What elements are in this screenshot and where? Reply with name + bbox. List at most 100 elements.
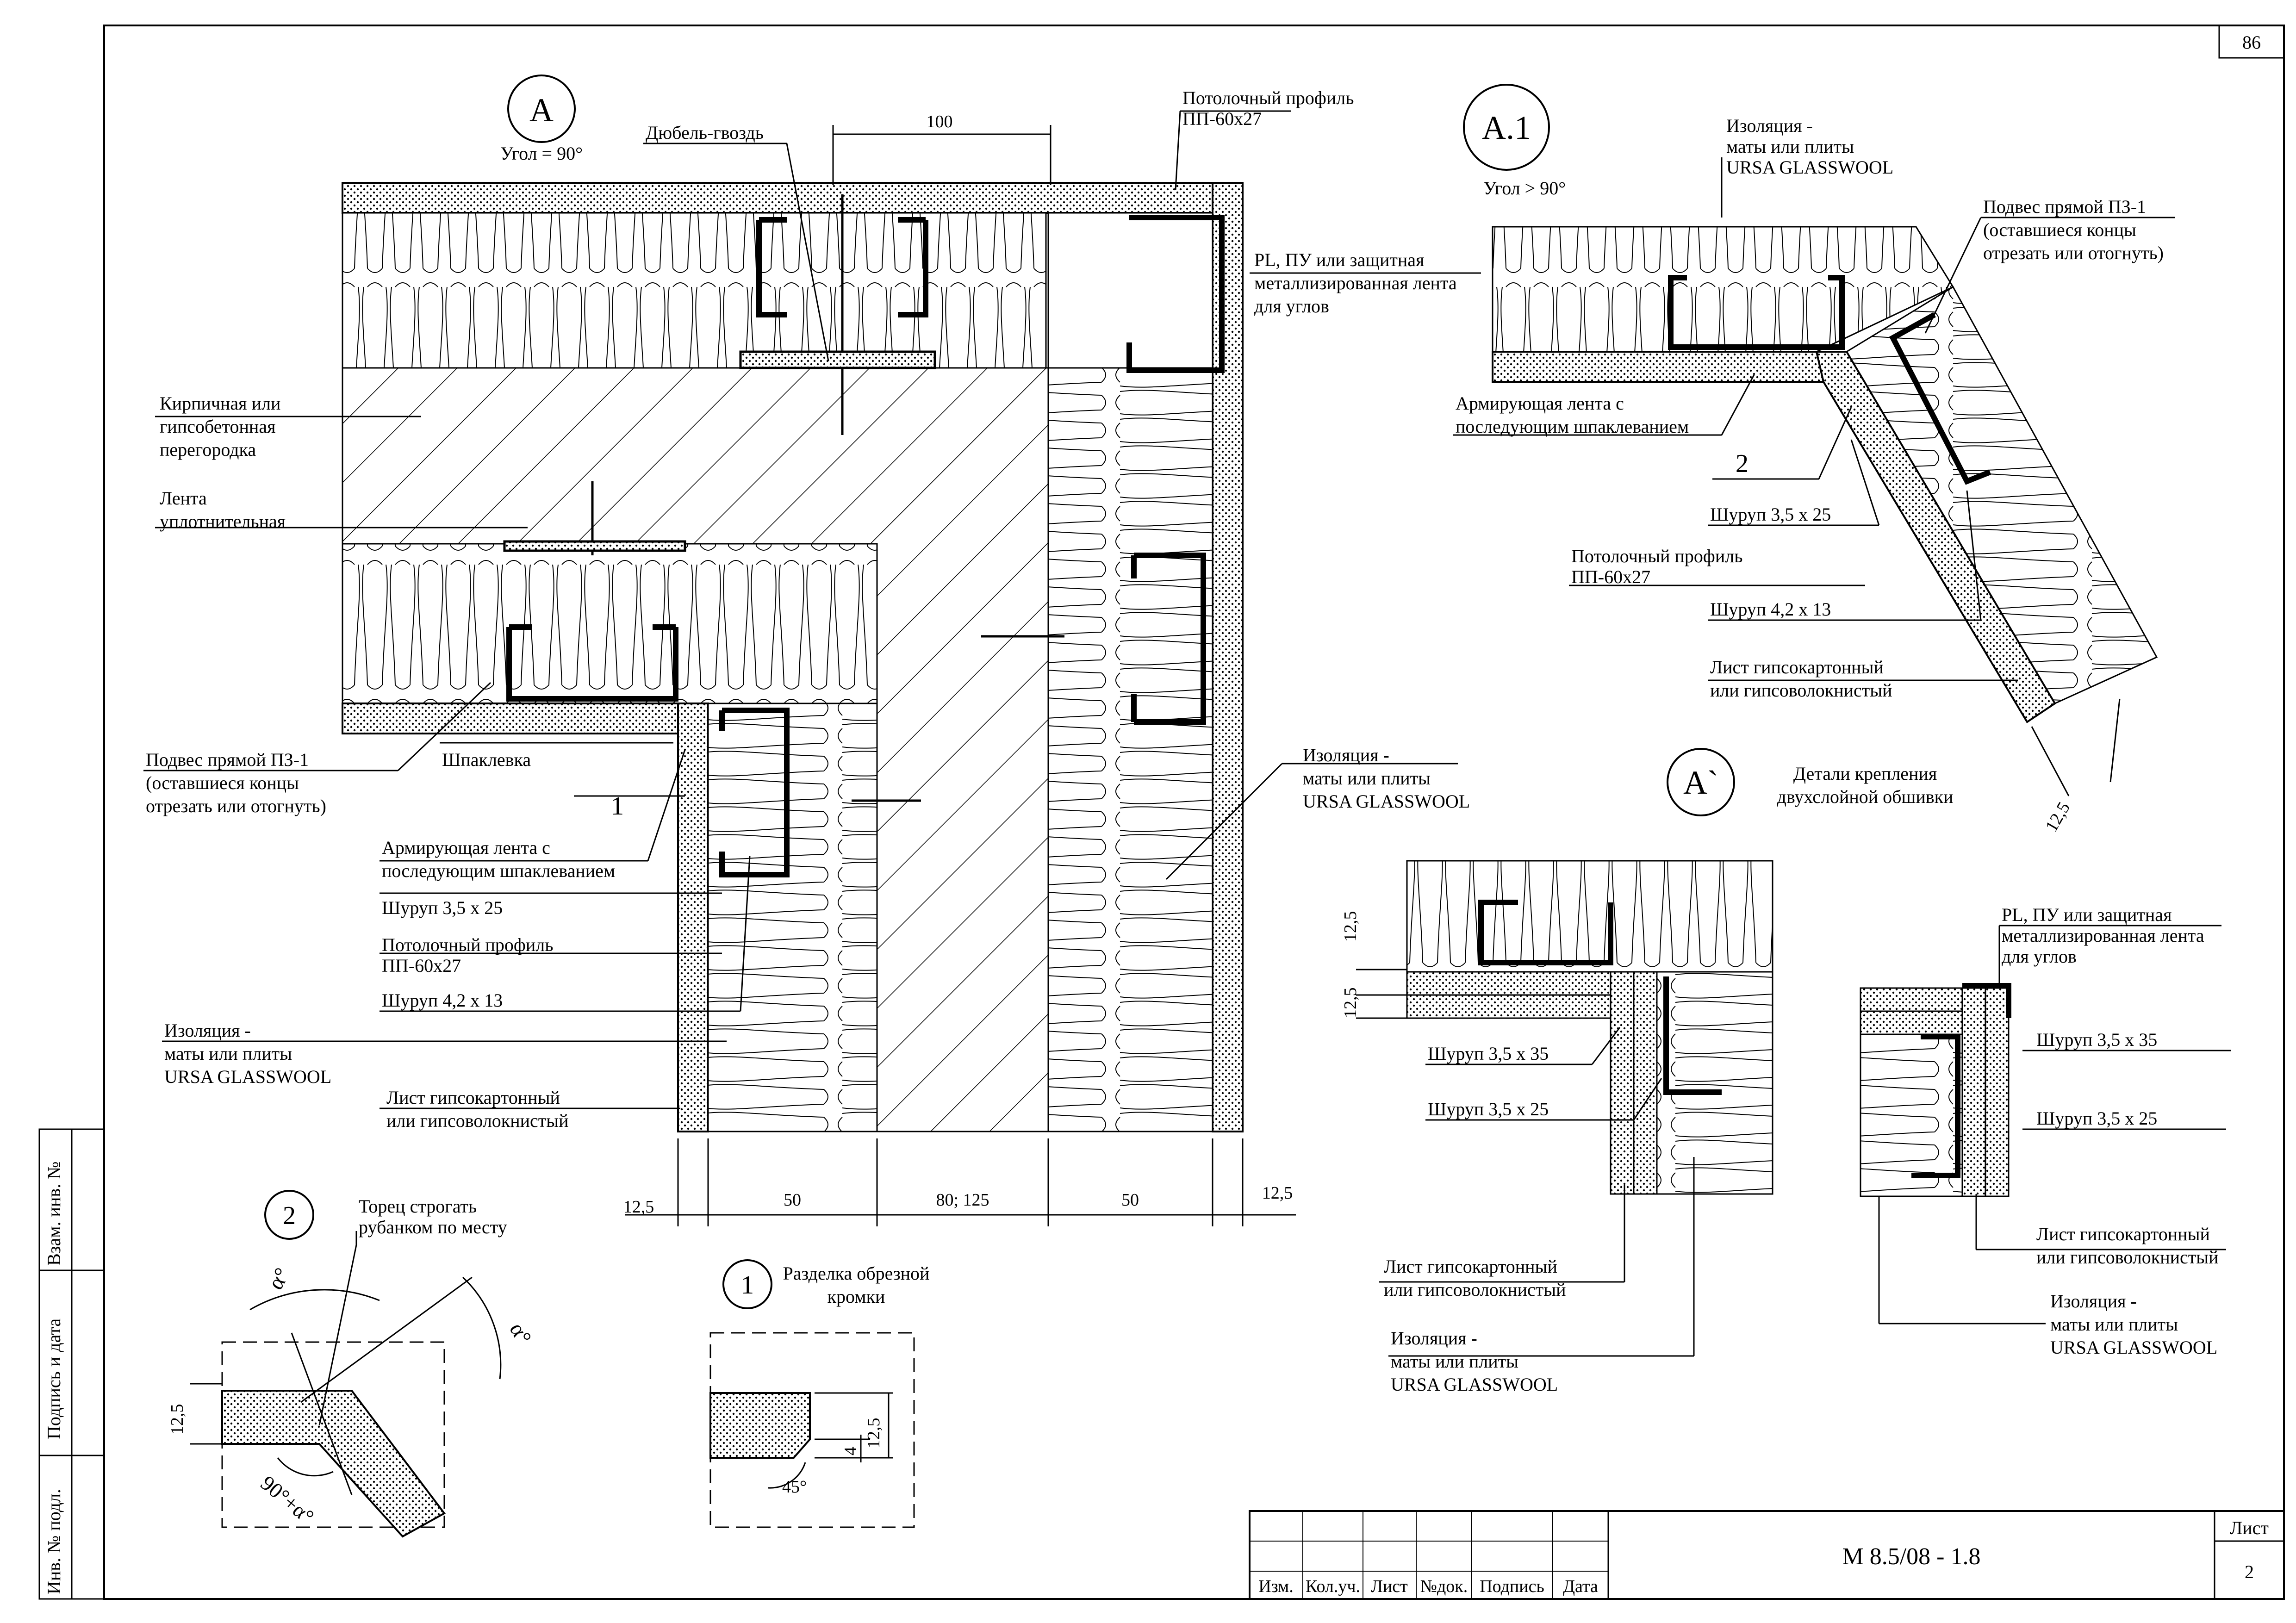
vertical-insulation <box>707 703 878 1132</box>
dim-d4: 50 <box>1121 1190 1139 1210</box>
detail-a-prime: А` Детали крепления двухслойной обшивки … <box>1341 748 2231 1395</box>
aprime-tape-3: для углов <box>2002 946 2077 967</box>
svg-text:А`: А` <box>1683 764 1718 801</box>
d1-dim-b: 12,5 <box>864 1418 884 1449</box>
label-ins-r-2: маты или плиты <box>1303 768 1431 789</box>
a1-screw-25: Шуруп 3,5 х 25 <box>1710 504 1831 525</box>
label-ins-r-3: URSA GLASSWOOL <box>1303 791 1470 812</box>
dim-top <box>832 125 1052 185</box>
side-label-signature: Подпись и дата <box>44 1318 64 1439</box>
label-partition-2: гипсобетонная <box>160 416 275 437</box>
a1-dim: 12,5 <box>2041 799 2074 835</box>
a1-screw-13: Шуруп 4,2 х 13 <box>1710 599 1831 620</box>
label-putty: Шпаклевка <box>442 749 531 770</box>
d2-angle: 90°+α° <box>256 1471 319 1529</box>
a1-leaders <box>1453 157 2175 796</box>
detail-a1: А.1 Угол > 90° Изоляция - маты или плиты… <box>1453 84 2175 835</box>
a1-hanger-2: (оставшиеся концы <box>1983 219 2136 240</box>
label-partition-3: перегородка <box>160 439 256 460</box>
detail-a1-marker <box>1463 84 1550 171</box>
d2-alpha-2: α° <box>504 1318 536 1349</box>
stamp-izm: Изм. <box>1258 1577 1293 1596</box>
stamp-ndok: №док. <box>1420 1577 1468 1596</box>
d2-board <box>221 1390 446 1538</box>
aprime-tape-1: PL, ПУ или защитная <box>2002 904 2172 925</box>
d1-dim-a: 4 <box>841 1447 860 1455</box>
detail-a1-angle: Угол > 90° <box>1483 178 1566 199</box>
a1-ins-2: маты или плиты <box>1726 136 1854 157</box>
label-corner-tape-3: для углов <box>1254 296 1329 317</box>
top-insulation <box>342 212 1047 369</box>
d2-dim: 12,5 <box>168 1404 187 1435</box>
right-insulation <box>1047 367 1213 1132</box>
detail-aprime-marker <box>1667 748 1735 816</box>
a1-board-diag <box>1815 351 2056 723</box>
aprime-r-ins-1: Изоляция - <box>2050 1291 2137 1312</box>
side-label-replace: Взам. инв. № <box>44 1162 64 1266</box>
label-ins-r-1: Изоляция - <box>1303 745 1389 765</box>
label-partition-1: Кирпичная или <box>160 393 280 414</box>
a1-insulation-top <box>1492 226 1954 353</box>
d2-title-2: рубанком по месту <box>359 1217 507 1237</box>
dim-bottom <box>625 1138 1296 1226</box>
sheet-frame: 86 <box>103 25 2285 1600</box>
lower-board-h <box>342 703 709 734</box>
aprime-r-board-2: или гипсоволокнистый <box>2036 1247 2219 1268</box>
a1-board-1: Лист гипсокартонный <box>1710 657 1884 678</box>
callout-1: 1 <box>611 792 624 821</box>
detail-1-marker <box>722 1259 772 1309</box>
profiles <box>506 215 1225 877</box>
label-reinf-1: Армирующая лента с <box>382 837 550 858</box>
label-board-2: или гипсоволокнистый <box>386 1110 569 1131</box>
label-ceiling-profile-1: Потолочный профиль <box>1182 87 1354 108</box>
a1-profiles <box>1668 275 1991 485</box>
aprime-r-ins-2: маты или плиты <box>2050 1314 2178 1335</box>
aprime-dim-a: 12,5 <box>1341 911 1360 942</box>
stamp-podpis: Подпись <box>1480 1577 1544 1596</box>
top-board <box>342 182 1244 214</box>
stamp-data: Дата <box>1563 1577 1598 1596</box>
d2-alpha-1: α° <box>263 1264 295 1294</box>
leaders-a <box>143 110 1481 1109</box>
label-profile-2: ПП-60х27 <box>382 955 461 976</box>
label-seal-2: уплотнительная <box>160 511 286 532</box>
aprime-r-ins-3: URSA GLASSWOOL <box>2050 1337 2217 1358</box>
aprime-leaders <box>1356 969 1695 1357</box>
a1-board-top <box>1492 351 1825 383</box>
label-screw-13: Шуруп 4,2 х 13 <box>382 990 503 1011</box>
detail-a-angle: Угол = 90° <box>500 143 583 164</box>
lower-insulation <box>342 543 878 704</box>
fasteners <box>503 194 1064 802</box>
svg-text:1: 1 <box>741 1271 754 1300</box>
side-stamp: Взам. инв. № Подпись и дата Инв. № подл. <box>38 1128 105 1600</box>
aprime-board-1: Лист гипсокартонный <box>1384 1256 1557 1277</box>
d1-board <box>709 1392 811 1459</box>
aprime-r-screw-35: Шуруп 3,5 х 35 <box>2036 1029 2157 1050</box>
aprime-dim-b: 12,5 <box>1341 988 1360 1019</box>
aprime-ins-2: маты или плиты <box>1391 1351 1518 1372</box>
d1-angle: 45° <box>782 1477 807 1497</box>
svg-text:A: A <box>529 92 554 129</box>
label-ins-2: маты или плиты <box>164 1043 292 1064</box>
label-profile-1: Потолочный профиль <box>382 934 553 955</box>
a1-profile-2: ПП-60х27 <box>1571 566 1650 587</box>
label-seal-1: Лента <box>160 488 207 509</box>
aprime-screw-25: Шуруп 3,5 х 25 <box>1428 1099 1549 1119</box>
label-reinf-2: последующим шпаклеванием <box>382 860 615 881</box>
a1-hanger-3: отрезать или отогнуть) <box>1983 243 2164 263</box>
detail-a: A Угол = 90° <box>143 75 1481 1226</box>
a1-profile-1: Потолочный профиль <box>1571 546 1742 566</box>
aprime-screw-35: Шуруп 3,5 х 35 <box>1428 1043 1549 1064</box>
label-ins-3: URSA GLASSWOOL <box>164 1066 331 1087</box>
detail-2-marker <box>264 1190 314 1240</box>
svg-text:А.1: А.1 <box>1482 109 1531 146</box>
label-hanger-1: Подвес прямой ПЗ-1 <box>146 749 309 770</box>
lower-board-v <box>677 703 709 1132</box>
sheet-number: 86 <box>2242 32 2261 53</box>
dim-d3: 80; 125 <box>936 1190 989 1210</box>
d1-title-2: кромки <box>828 1286 885 1307</box>
label-ceiling-profile-2: ПП-60х27 <box>1182 108 1262 129</box>
d1-title-1: Разделка обрезной <box>783 1263 930 1284</box>
aprime-r-profiles <box>1911 983 2011 1178</box>
detail-a-marker <box>507 75 576 143</box>
